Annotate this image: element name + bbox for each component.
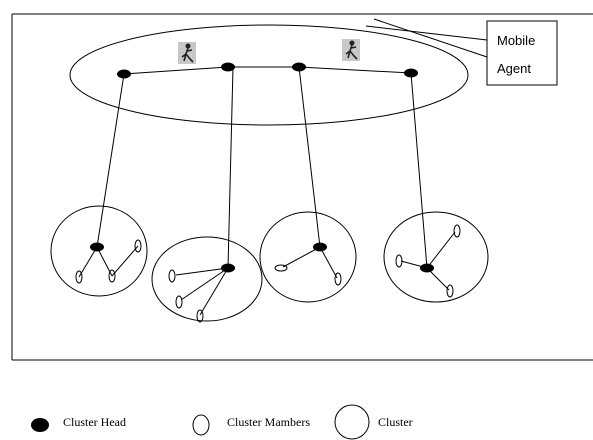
legend-label-cluster: Cluster	[378, 415, 413, 429]
legend-item-cluster: Cluster	[334, 404, 413, 440]
cluster-head	[90, 242, 104, 252]
mobile-agent-figure-icon	[342, 39, 360, 61]
legend-label-cluster-head: Cluster Head	[63, 415, 126, 429]
cluster-boundary	[151, 236, 263, 322]
mobile-agent-ellipse	[69, 24, 469, 126]
cluster-2	[151, 236, 263, 323]
callout-pointer	[365, 18, 488, 58]
cluster-head	[221, 263, 235, 273]
cluster-member	[446, 284, 454, 298]
cluster-member	[108, 269, 116, 283]
cluster-member	[274, 264, 288, 272]
legend-item-cluster-head: Cluster Head	[31, 415, 126, 432]
cluster-boundary	[383, 211, 489, 303]
mobile-agent-figure-icon	[178, 42, 196, 64]
cluster-head	[420, 263, 434, 273]
cluster-member	[134, 239, 142, 253]
backbone-node-2	[221, 62, 235, 72]
cluster-4	[383, 211, 489, 303]
cluster-3	[259, 211, 357, 303]
cluster-head-backbone	[123, 66, 412, 75]
cluster-member	[453, 224, 461, 238]
legend: Cluster Head Cluster Mambers Cluster	[31, 404, 413, 440]
cluster-member	[196, 309, 204, 323]
legend-label-cluster-members: Cluster Mambers	[227, 415, 310, 429]
mobile-agent-callout: Mobile Agent	[486, 20, 558, 86]
callout-label-line2: Agent	[497, 61, 531, 76]
cluster-member-icon	[192, 414, 210, 436]
cluster-boundary	[259, 211, 357, 303]
uplinks	[96, 66, 428, 269]
legend-item-cluster-members: Cluster Mambers	[192, 414, 310, 436]
cluster-boundary	[50, 205, 148, 297]
outer-frame	[11, 13, 593, 361]
cluster-icon	[334, 404, 370, 440]
cluster-member	[395, 254, 403, 268]
cluster-member	[75, 270, 83, 284]
callout-label-line1: Mobile	[497, 33, 535, 48]
cluster-member	[168, 269, 176, 283]
cluster-member	[175, 295, 183, 309]
cluster-member	[334, 272, 342, 286]
cluster-head-icon	[31, 418, 49, 432]
cluster-1	[50, 205, 148, 297]
cluster-head	[313, 242, 327, 252]
